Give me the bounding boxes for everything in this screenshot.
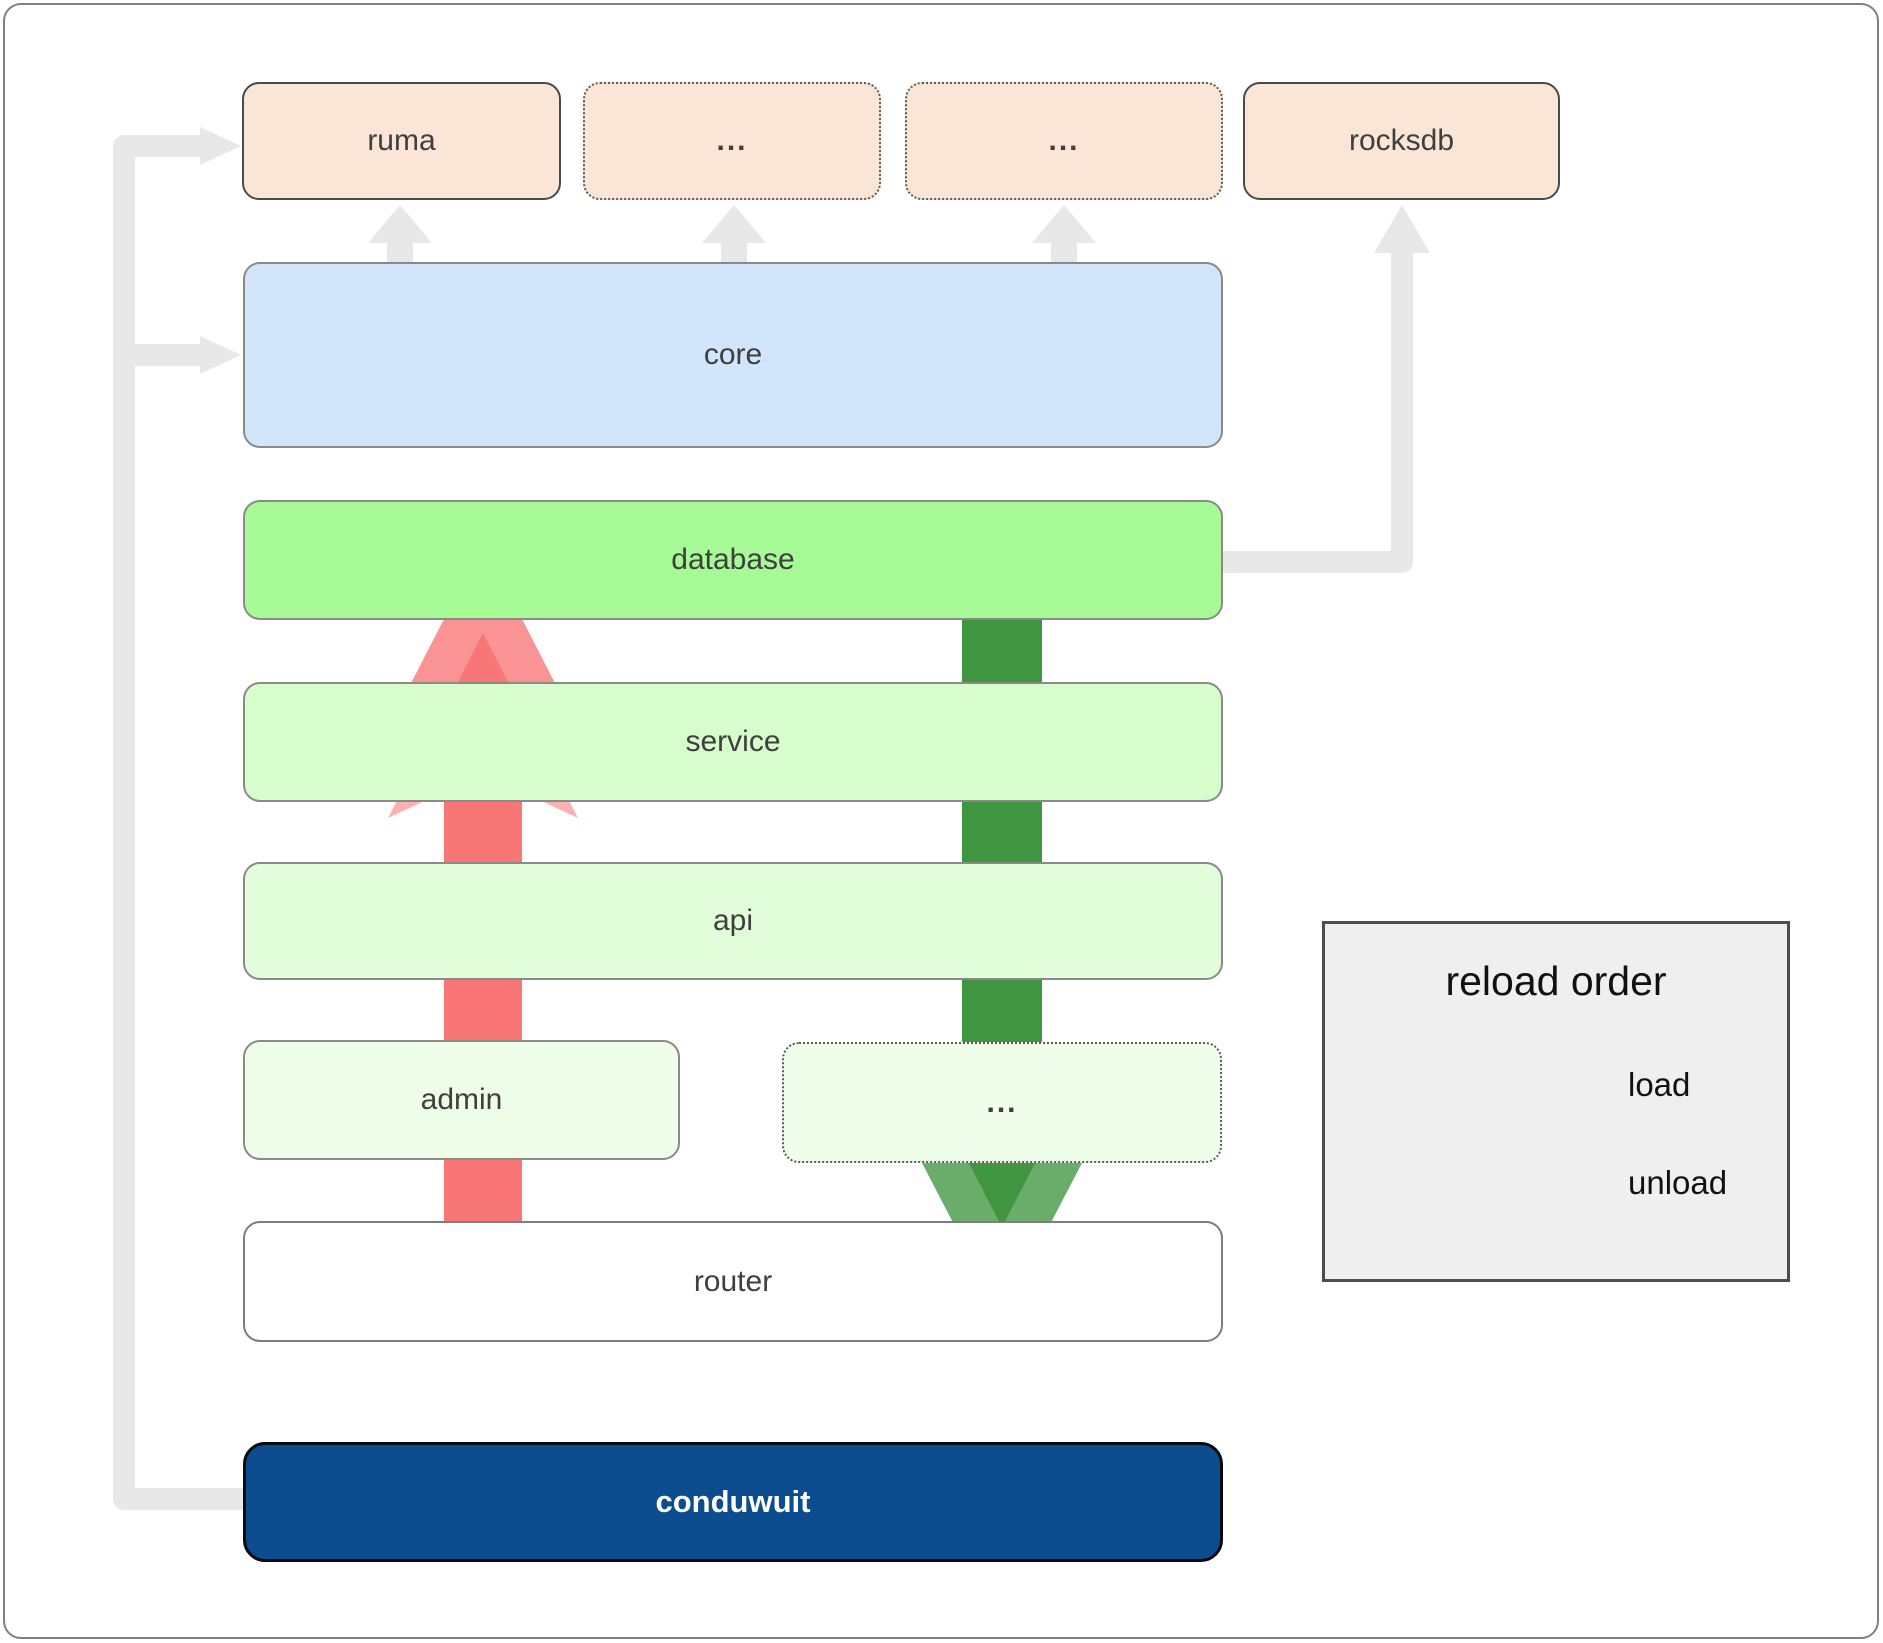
node-conduwuit-label: conduwuit bbox=[655, 1484, 811, 1519]
legend-title: reload order bbox=[1445, 958, 1667, 1004]
core-connector-arrowhead-icon bbox=[200, 336, 241, 374]
node-api: api bbox=[243, 862, 1223, 980]
node-dependency-more-2-label: ... bbox=[1048, 124, 1080, 157]
legend-unload-label: unload bbox=[1628, 1164, 1728, 1201]
node-crates-more-label: ... bbox=[986, 1085, 1018, 1119]
core-to-dep1-arrowhead-icon bbox=[702, 205, 766, 243]
core-to-dep2-arrowhead-icon bbox=[1032, 205, 1096, 243]
node-conduwuit: conduwuit bbox=[243, 1442, 1223, 1562]
node-database: database bbox=[243, 500, 1223, 620]
conduwuit-to-ruma-connector bbox=[113, 135, 243, 1510]
node-database-label: database bbox=[671, 543, 795, 576]
node-core-label: core bbox=[703, 338, 763, 371]
rocksdb-connector-arrowhead-icon bbox=[1374, 205, 1430, 253]
node-crates-more: ... bbox=[782, 1042, 1222, 1163]
node-ruma-label: ruma bbox=[367, 124, 436, 157]
node-dependency-more-2: ... bbox=[905, 82, 1223, 200]
node-admin-label: admin bbox=[420, 1083, 503, 1116]
legend-load-label: load bbox=[1628, 1066, 1691, 1103]
node-service: service bbox=[243, 682, 1223, 802]
node-dependency-more-1: ... bbox=[583, 82, 881, 200]
database-to-rocksdb-connector bbox=[1223, 253, 1413, 573]
node-api-label: api bbox=[712, 904, 754, 937]
node-rocksdb-label: rocksdb bbox=[1348, 124, 1455, 157]
node-core: core bbox=[243, 262, 1223, 448]
node-admin: admin bbox=[243, 1040, 680, 1160]
node-ruma: ruma bbox=[242, 82, 561, 200]
node-router: router bbox=[243, 1221, 1223, 1342]
node-router-label: router bbox=[693, 1264, 773, 1298]
core-to-ruma-arrowhead-icon bbox=[368, 205, 432, 243]
legend: reload order load unload bbox=[1322, 921, 1790, 1282]
node-rocksdb: rocksdb bbox=[1243, 82, 1560, 200]
ruma-connector-arrowhead-icon bbox=[200, 127, 241, 165]
node-dependency-more-1-label: ... bbox=[716, 124, 748, 157]
node-service-label: service bbox=[685, 725, 781, 758]
